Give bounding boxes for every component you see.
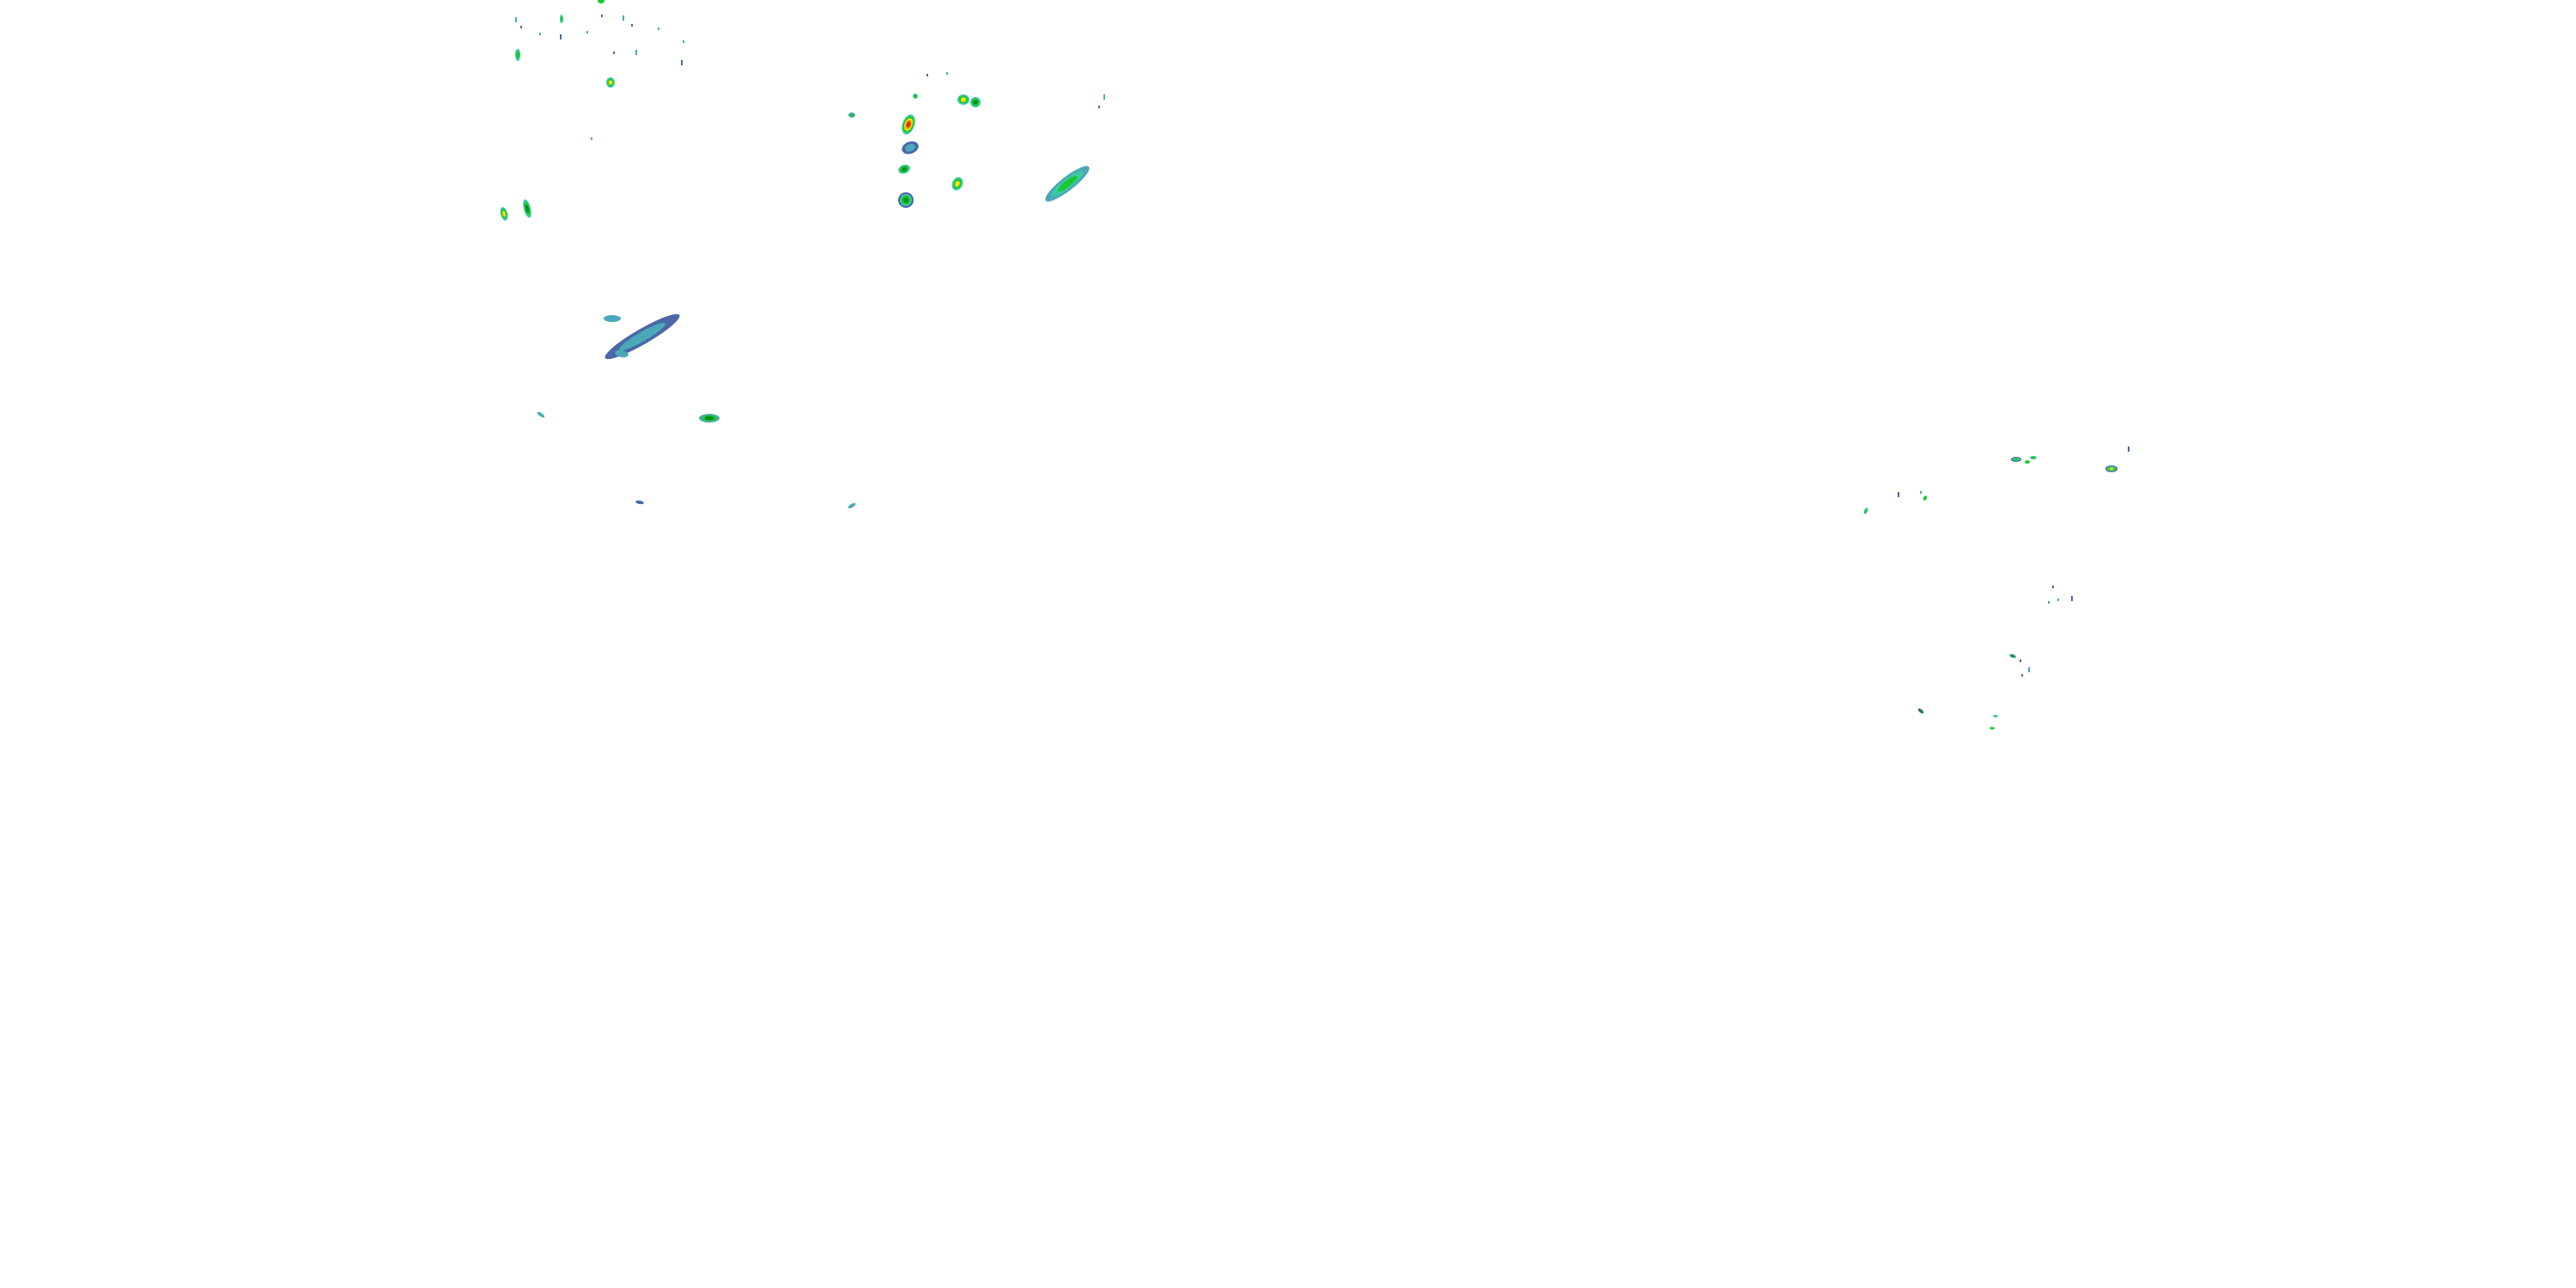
precipitation-speck xyxy=(623,15,624,21)
precipitation-echo xyxy=(2011,457,2021,462)
reflectivity-band-heavy xyxy=(960,97,967,102)
precipitation-speck xyxy=(1098,106,1100,108)
reflectivity-band-heavy xyxy=(955,180,960,187)
precipitation-echo xyxy=(598,0,605,3)
precipitation-echo xyxy=(560,15,563,23)
precipitation-speck xyxy=(2052,586,2054,588)
precipitation-speck xyxy=(683,40,684,43)
precipitation-speck xyxy=(681,60,683,65)
reflectivity-band-moderate xyxy=(1990,726,1995,730)
precipitation-speck xyxy=(1103,94,1105,100)
precipitation-echo xyxy=(515,49,520,61)
precipitation-speck xyxy=(658,27,659,30)
precipitation-echo xyxy=(537,411,545,418)
reflectivity-band-moderate-dark xyxy=(704,416,714,421)
precipitation-echo xyxy=(2105,465,2117,472)
reflectivity-band-moderate-dark xyxy=(525,204,530,213)
precipitation-echo xyxy=(902,141,919,155)
reflectivity-band-moderate xyxy=(2025,460,2030,464)
reflectivity-band-light-teal xyxy=(848,502,856,509)
reflectivity-band-light-teal xyxy=(615,349,629,358)
precipitation-echo xyxy=(951,177,963,191)
reflectivity-band-light-teal xyxy=(537,411,545,418)
precipitation-echo xyxy=(635,500,644,505)
reflectivity-band-moderate xyxy=(1864,508,1868,513)
precipitation-echo xyxy=(1045,166,1090,202)
precipitation-echo xyxy=(604,315,621,322)
reflectivity-band-moderate-dark xyxy=(902,197,909,204)
precipitation-speck xyxy=(1898,492,1899,497)
reflectivity-band-moderate xyxy=(560,15,563,22)
reflectivity-band-moderate xyxy=(516,51,519,59)
reflectivity-band-teal xyxy=(1993,714,1998,718)
precipitation-speck xyxy=(631,24,633,27)
precipitation-echo xyxy=(615,349,629,358)
precipitation-echo xyxy=(898,192,914,208)
precipitation-speck xyxy=(1920,491,1922,494)
precipitation-echo xyxy=(970,97,981,107)
precipitation-echo xyxy=(902,114,915,135)
precipitation-speck xyxy=(560,34,562,39)
reflectivity-band-moderate xyxy=(1923,495,1928,501)
precipitation-echo xyxy=(2025,460,2030,464)
reflectivity-band-moderate xyxy=(598,0,605,3)
reflectivity-band-heavy xyxy=(2109,467,2114,471)
precipitation-echo xyxy=(605,313,680,360)
reflectivity-band-moderate xyxy=(1057,175,1078,192)
reflectivity-band-light-teal xyxy=(905,143,915,152)
reflectivity-band-moderate-dark xyxy=(901,167,908,172)
precipitation-echo xyxy=(2030,456,2037,459)
reflectivity-band-heavy xyxy=(502,210,506,217)
precipitation-echo xyxy=(1923,495,1928,501)
precipitation-echo xyxy=(848,502,856,509)
precipitation-speck xyxy=(927,74,928,76)
precipitation-speck xyxy=(2021,674,2023,677)
reflectivity-band-intense xyxy=(906,121,911,128)
reflectivity-band-light-teal xyxy=(619,322,665,351)
precipitation-speck xyxy=(586,31,588,33)
precipitation-echo xyxy=(1863,507,1868,514)
reflectivity-band-heavy xyxy=(608,80,613,85)
precipitation-speck xyxy=(613,52,615,54)
precipitation-echo xyxy=(848,112,855,118)
precipitation-echo xyxy=(500,207,508,221)
precipitation-echo xyxy=(699,414,720,422)
reflectivity-band-light xyxy=(2010,654,2015,658)
precipitation-echo xyxy=(1993,714,1998,718)
reflectivity-band-moderate-dark xyxy=(1918,709,1923,713)
precipitation-echo xyxy=(898,164,910,174)
precipitation-speck xyxy=(2020,659,2021,662)
precipitation-echo xyxy=(1990,726,1995,730)
precipitation-speck xyxy=(539,33,541,35)
precipitation-echo xyxy=(957,94,969,105)
precipitation-speck xyxy=(515,17,517,22)
precipitation-speck xyxy=(601,15,603,17)
precipitation-echo xyxy=(523,199,532,218)
precipitation-echo xyxy=(606,77,615,88)
precipitation-echo xyxy=(913,94,918,99)
precipitation-speck xyxy=(591,137,592,140)
reflectivity-band-moderate-dark xyxy=(973,100,978,105)
precipitation-speck xyxy=(2128,447,2129,452)
precipitation-speck xyxy=(2071,596,2073,601)
precipitation-speck xyxy=(2057,598,2059,601)
precipitation-speck xyxy=(520,26,522,28)
reflectivity-band-light xyxy=(635,500,644,505)
reflectivity-band-moderate xyxy=(2031,456,2036,459)
reflectivity-band-moderate xyxy=(914,94,917,98)
precipitation-echo xyxy=(2009,653,2016,659)
reflectivity-band-moderate xyxy=(2014,458,2019,461)
precipitation-speck xyxy=(946,72,948,75)
precipitation-echo xyxy=(1917,708,1924,714)
precipitation-speck xyxy=(2048,601,2050,604)
reflectivity-band-moderate xyxy=(849,113,854,117)
reflectivity-band-light-teal xyxy=(604,315,621,322)
precipitation-speck xyxy=(2028,667,2030,672)
precipitation-speck xyxy=(635,50,637,55)
